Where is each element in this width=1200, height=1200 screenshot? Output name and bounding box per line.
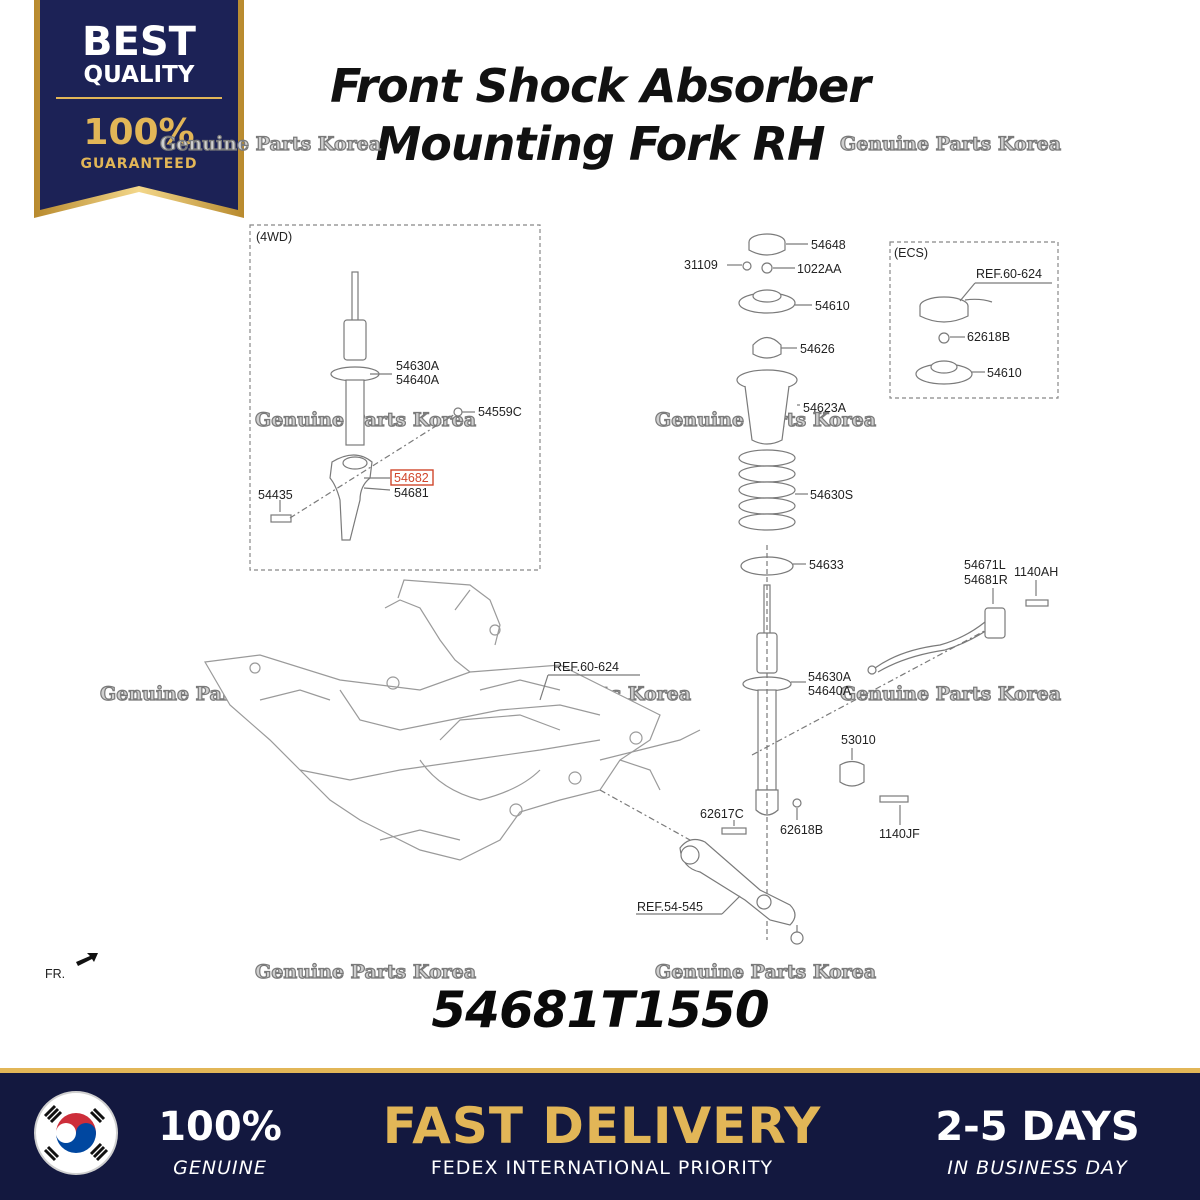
exploded-parts-diagram: Genuine Parts Korea Genuine Parts Korea …	[45, 132, 1062, 983]
watermark: Genuine Parts Korea	[160, 133, 381, 155]
inset-ecs-label: (ECS)	[894, 246, 928, 260]
watermark: Genuine Parts Korea	[655, 961, 876, 983]
strut-4wd-drawing	[270, 271, 463, 541]
callout-54630A-4wd: 54630A	[396, 359, 440, 373]
main-strut-drawing	[721, 233, 909, 835]
callout-54648: 54648	[811, 238, 846, 252]
sensor-harness-drawing	[867, 599, 1049, 675]
watermark: Genuine Parts Korea	[840, 133, 1061, 155]
genuine-percent: 100%	[158, 1104, 282, 1150]
title-line-1: Front Shock Absorber	[330, 59, 871, 113]
inset-4wd-box	[249, 224, 541, 571]
badge-best: BEST	[82, 19, 196, 65]
callout-REF-60-624-frame: REF.60-624	[553, 660, 619, 674]
callout-54626: 54626	[800, 342, 835, 356]
callout-54633: 54633	[809, 558, 844, 572]
badge-100: 100%	[83, 112, 195, 153]
footer-banner: 100% GENUINE FAST DELIVERY FEDEX INTERNA…	[0, 1068, 1200, 1200]
callout-54623A: 54623A	[803, 401, 847, 415]
title-line-2: Mounting Fork RH	[375, 117, 826, 171]
callout-54630A-main: 54630A	[808, 670, 852, 684]
badge-ribbon-shape	[34, 0, 244, 218]
delivery-days: 2-5 DAYS	[935, 1104, 1140, 1150]
ecs-mount-drawing	[915, 296, 993, 385]
watermark: Genuine Parts Korea	[255, 961, 476, 983]
callout-54610-ecs: 54610	[987, 366, 1022, 380]
callout-54640A-main: 54640A	[808, 684, 852, 698]
callout-31109: 31109	[684, 258, 718, 272]
business-day-label: IN BUSINESS DAY	[947, 1157, 1128, 1179]
fedex-priority-label: FEDEX INTERNATIONAL PRIORITY	[430, 1157, 774, 1179]
callout-62618B-ecs: 62618B	[967, 330, 1010, 344]
callout-REF-54-545: REF.54-545	[637, 900, 703, 914]
callout-54559C: 54559C	[478, 405, 522, 419]
watermark: Genuine Parts Korea	[255, 409, 476, 431]
fast-delivery-heading: FAST DELIVERY	[382, 1097, 822, 1155]
callout-54640A-4wd: 54640A	[396, 373, 440, 387]
callout-1022AA: 1022AA	[797, 262, 842, 276]
korea-flag-icon	[34, 1091, 118, 1175]
part-number: 54681T1550	[431, 981, 769, 1039]
callout-54435: 54435	[258, 488, 293, 502]
subframe-drawing	[204, 579, 701, 861]
callout-54682-highlighted: 54682	[394, 471, 429, 485]
front-arrow-icon	[76, 953, 98, 966]
callout-54681R: 54681R	[964, 573, 1008, 587]
highlight-box-54682	[390, 469, 434, 486]
callout-1140AH: 1140AH	[1014, 565, 1058, 579]
quality-badge: BEST QUALITY 100% GUARANTEED	[34, 0, 244, 218]
front-indicator-label: FR.	[45, 967, 65, 981]
callout-54630S: 54630S	[810, 488, 853, 502]
lower-arm-drawing	[679, 838, 804, 945]
callout-62617C: 62617C	[700, 807, 744, 821]
callout-1140JF: 1140JF	[879, 827, 920, 841]
callout-54671L: 54671L	[964, 558, 1006, 572]
callout-62618B-main: 62618B	[780, 823, 823, 837]
badge-quality: QUALITY	[83, 62, 195, 88]
callout-54610: 54610	[815, 299, 850, 313]
callout-54681: 54681	[394, 486, 429, 500]
inset-4wd-label: (4WD)	[256, 230, 292, 244]
callout-REF-60-624-ecs: REF.60-624	[976, 267, 1042, 281]
watermark: Genuine Parts Korea	[840, 683, 1061, 705]
callout-53010: 53010	[841, 733, 876, 747]
inset-ecs-box	[889, 241, 1059, 399]
footer-top-stripe	[0, 1068, 1200, 1073]
badge-guaranteed: GUARANTEED	[80, 156, 198, 172]
genuine-label: GENUINE	[173, 1157, 267, 1179]
